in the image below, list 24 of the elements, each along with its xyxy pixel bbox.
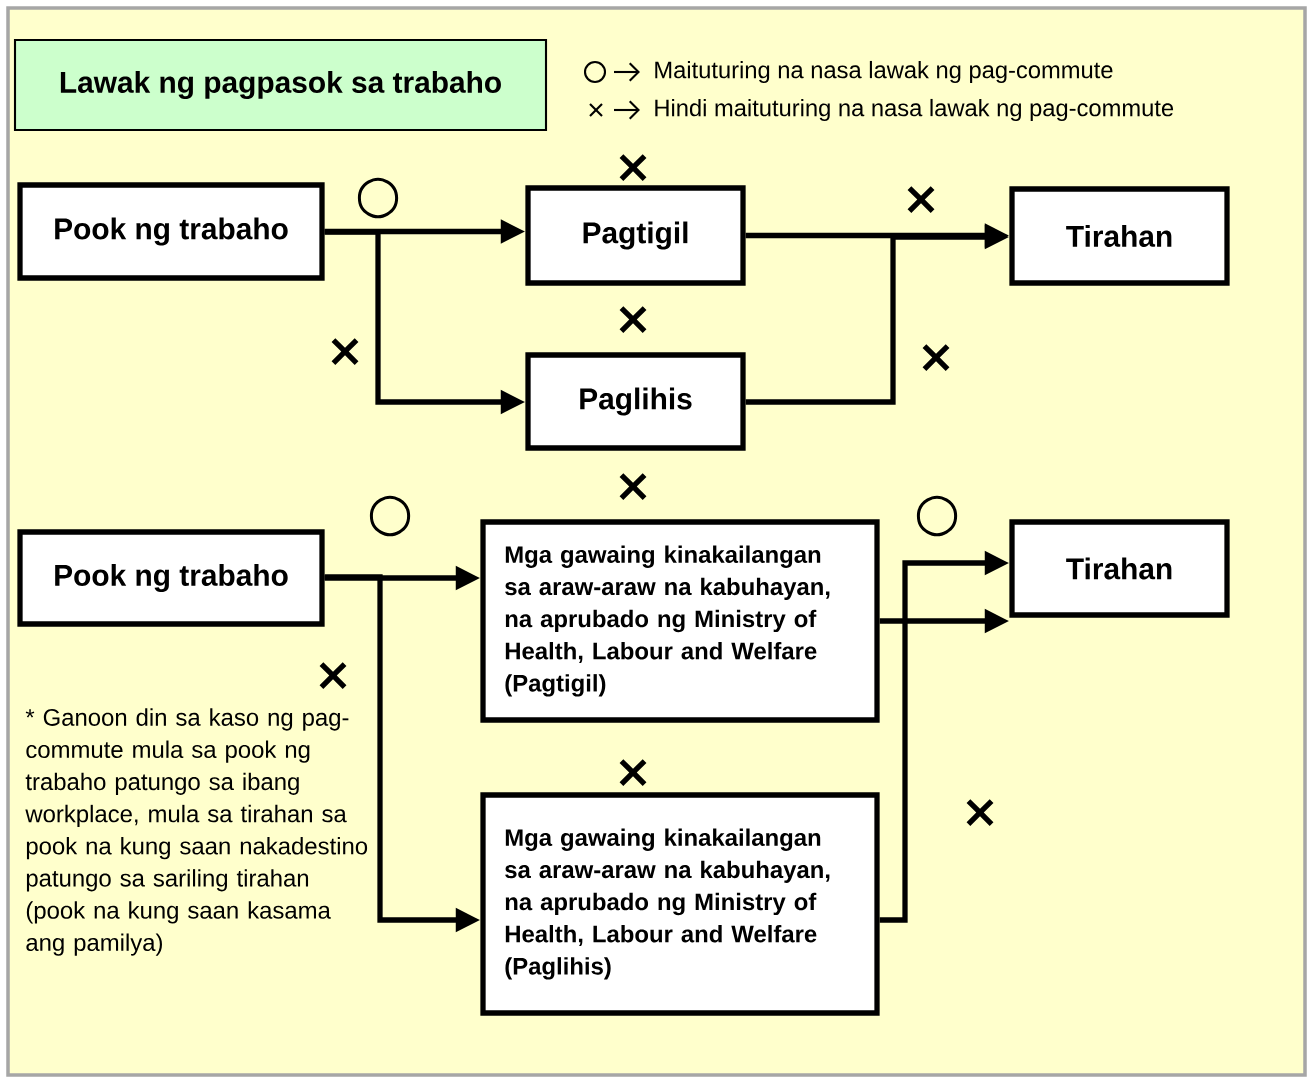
legend-text: Maituturing na nasa lawak ng pag-commute: [655, 60, 1113, 84]
process-box: Pagtigil: [525, 185, 746, 286]
title-box: Lawak ng pagpasok sa trabaho: [13, 38, 548, 132]
note-text: * Ganoon din sa kaso ng pag-commute mula sa pook ng trabaho patungo sa ibang workplace, mula sa tirahan sa pook na kung saan nakadestino patungo sa sariling tirahan (pook na kung saan kasama ang pamilya): [25, 708, 368, 956]
legend-text: Hindi maituturing na nasa lawak ng pag-commute: [655, 98, 1174, 122]
cross-mark: ×: [619, 473, 647, 500]
process-box: Tirahan: [1009, 186, 1230, 286]
cross-mark: ×: [331, 338, 359, 365]
circle-mark: ○: [916, 495, 958, 537]
process-box: Pook ng trabaho: [17, 182, 325, 281]
circle-mark: ○: [357, 177, 399, 219]
cross-mark: ×: [319, 662, 347, 689]
circle-mark: ○: [369, 495, 411, 537]
process-box: Mga gawaing kinakailangan sa araw-araw na kabuhayan, na aprubado ng Ministry of Health, Labour and Welfare (Paglihis): [480, 792, 880, 1016]
process-box: Pook ng trabaho: [17, 529, 325, 627]
cross-mark: ×: [922, 344, 950, 371]
cross-mark: ×: [966, 799, 994, 826]
cross-mark: ×: [907, 186, 935, 213]
process-box: Paglihis: [525, 352, 746, 451]
cross-mark: ×: [619, 154, 647, 181]
process-box: Mga gawaing kinakailangan sa araw-araw na kabuhayan, na aprubado ng Ministry of Health, Labour and Welfare (Pagtigil): [480, 519, 880, 723]
cross-mark: ×: [619, 759, 647, 786]
process-box: Tirahan: [1009, 519, 1230, 618]
cross-mark: ×: [619, 306, 647, 333]
